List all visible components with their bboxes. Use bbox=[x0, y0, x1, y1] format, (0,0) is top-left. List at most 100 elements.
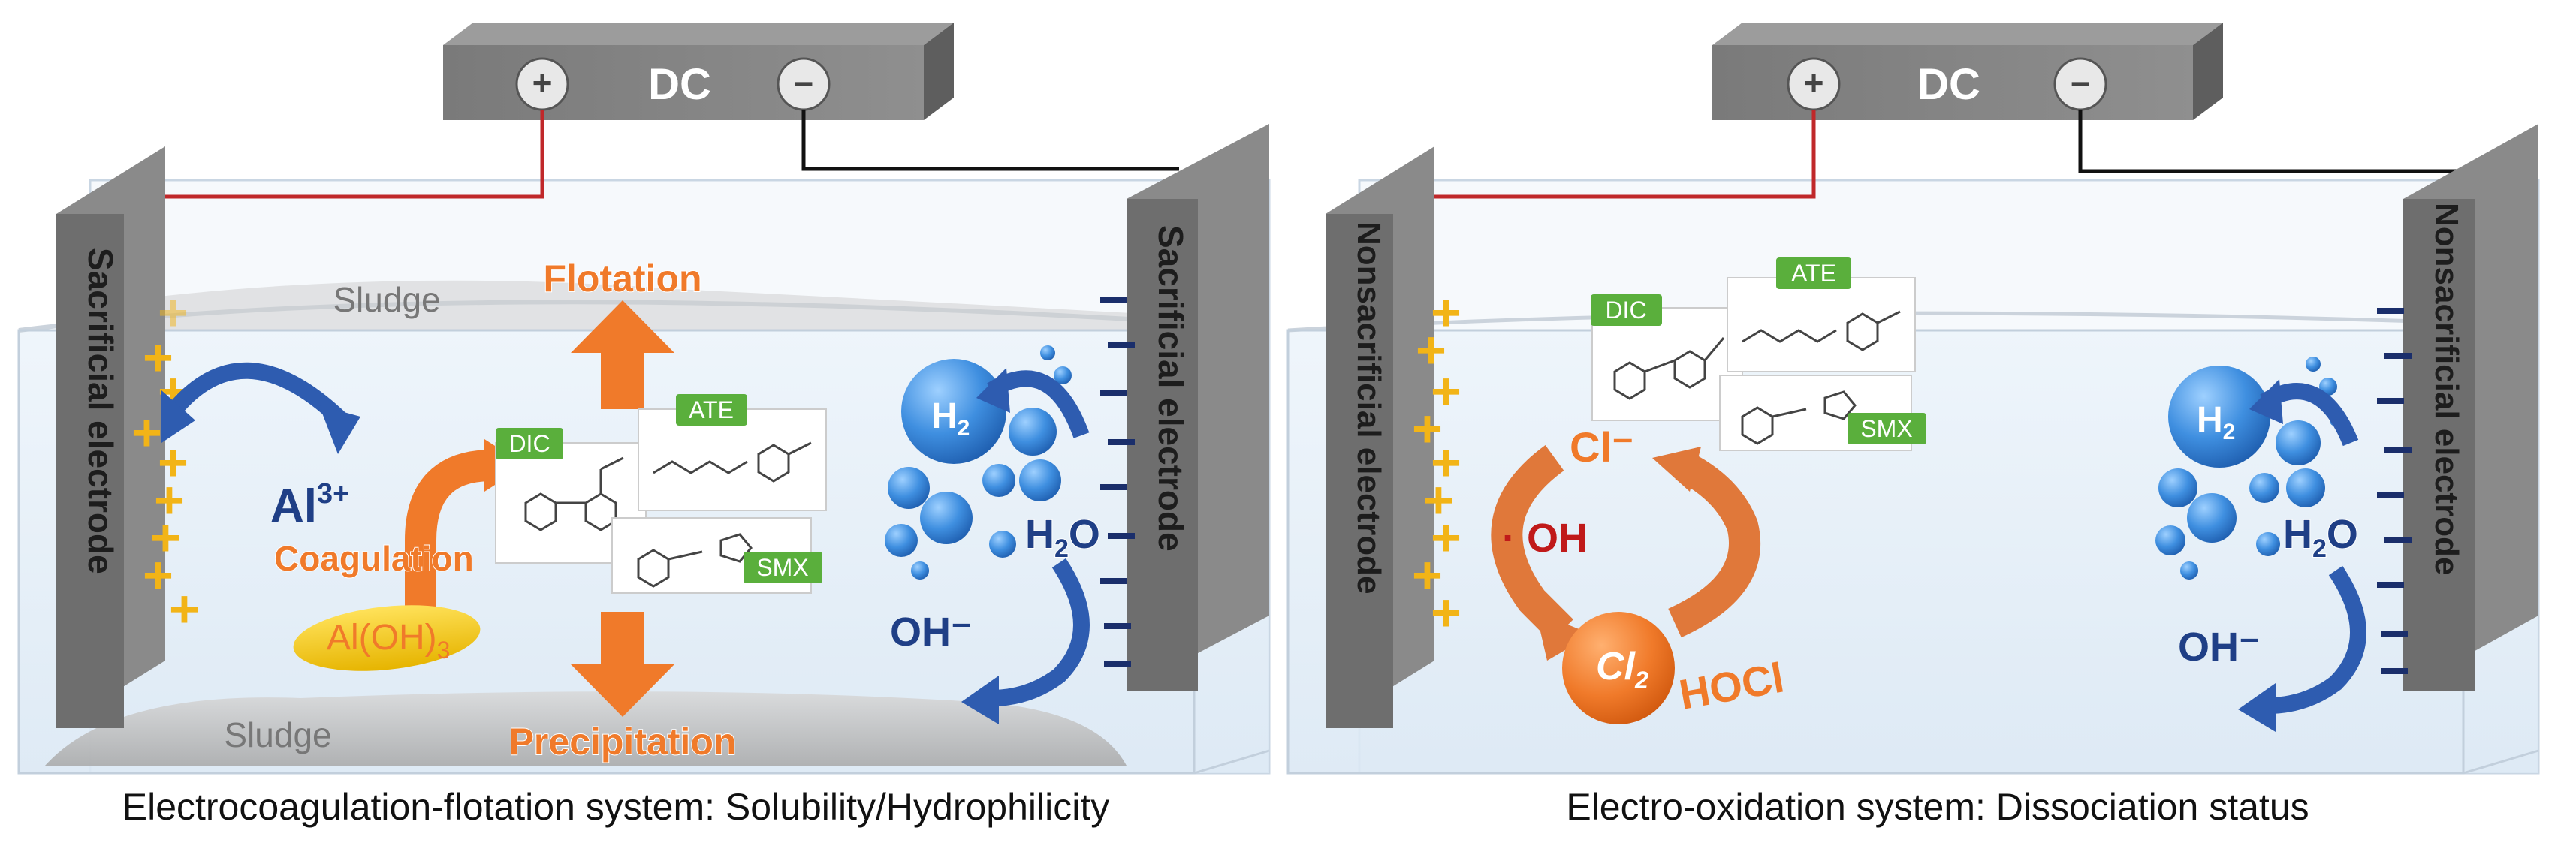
plus-terminal-symbol: + bbox=[532, 63, 553, 102]
svg-text:+: + bbox=[1412, 546, 1443, 604]
smx-tag-label-2: SMX bbox=[1860, 415, 1912, 442]
dc-label-2: DC bbox=[1917, 60, 1980, 109]
ate-tag-label: ATE bbox=[689, 396, 734, 423]
minus-terminal-symbol: – bbox=[794, 62, 813, 101]
plus-terminal-symbol-2: + bbox=[1804, 63, 1824, 102]
ate-structure-icon bbox=[653, 441, 812, 483]
precipitation-arrow bbox=[571, 612, 674, 717]
h2o-subscript: 2 bbox=[1054, 534, 1069, 563]
positive-wire-2 bbox=[1389, 110, 1816, 199]
oh-release-arrowhead bbox=[961, 676, 999, 724]
ate-structure-card-2 bbox=[1727, 277, 1916, 372]
dic-tag bbox=[496, 428, 563, 459]
precipitation-label: Precipitation bbox=[509, 721, 737, 763]
al-hydroxide-floc bbox=[293, 605, 481, 671]
tank-edge-2 bbox=[2463, 749, 2539, 775]
ate-tag-label-2: ATE bbox=[1791, 260, 1836, 287]
svg-text:+: + bbox=[143, 546, 173, 604]
sludge-bottom-label: Sludge bbox=[224, 715, 331, 754]
dic-tag-2 bbox=[1591, 294, 1662, 326]
panel-electrocoagulation: + DC – Sacrificial electrode Sacrificial… bbox=[17, 23, 1271, 775]
hypochlorite-return-arrow bbox=[1668, 451, 1761, 638]
svg-text:+: + bbox=[1423, 471, 1454, 529]
svg-text:+: + bbox=[1431, 433, 1461, 492]
svg-text:+: + bbox=[1431, 362, 1461, 420]
svg-text:+: + bbox=[1431, 508, 1461, 567]
dc-power-supply-2: + DC – bbox=[1712, 23, 2223, 120]
oh-release-arrowhead-2 bbox=[2238, 683, 2276, 732]
h2-label: H2 bbox=[931, 396, 970, 441]
svg-text:+: + bbox=[1431, 583, 1461, 642]
left-electrode-label: Sacrificial electrode bbox=[81, 248, 120, 574]
right-electrode-label: Sacrificial electrode bbox=[1151, 225, 1190, 552]
positive-wire bbox=[120, 110, 544, 199]
hydroxyl-radical-label: · OH bbox=[1502, 516, 1588, 561]
h2o-reduction-arrowhead bbox=[976, 368, 1010, 413]
sludge-top-layer bbox=[98, 280, 1172, 330]
compound-cards-2: DIC ATE SMX bbox=[1591, 257, 1926, 451]
hydrogen-bubbles bbox=[885, 345, 1076, 580]
caption-electro-oxidation: Electro-oxidation system: Dissociation s… bbox=[1566, 786, 2309, 828]
sludge-bottom-layer bbox=[45, 691, 1127, 766]
flotation-label: Flotation bbox=[543, 257, 701, 300]
h2-symbol: H bbox=[931, 396, 958, 436]
panel-electro-oxidation: + DC – Nonsacrificial electrode Nonsacri… bbox=[1286, 23, 2540, 775]
hydrogen-bubbles-2 bbox=[2155, 357, 2342, 580]
chloride-ion-label: Cl⁻ bbox=[1570, 423, 1634, 471]
h2o-h: H bbox=[1025, 512, 1054, 557]
oh-release-arrow-2 bbox=[2267, 565, 2366, 714]
oh-release-arrow bbox=[991, 558, 1090, 706]
chlorine-symbol: Cl bbox=[1596, 645, 1636, 688]
right-electrode: Sacrificial electrode bbox=[1127, 124, 1269, 691]
al-hydroxide-subscript: 3 bbox=[437, 637, 451, 664]
compound-cards: DIC ATE SMX bbox=[495, 394, 827, 594]
negative-wire-2 bbox=[2078, 110, 2463, 173]
al-release-arrow bbox=[162, 362, 348, 426]
sludge-top-label: Sludge bbox=[333, 280, 440, 319]
coagulation-label: Coagulation bbox=[274, 539, 474, 578]
negative-wire bbox=[801, 110, 1179, 171]
cathode-minus-charges bbox=[1100, 297, 1135, 667]
chlorine-subscript: 2 bbox=[1634, 667, 1648, 694]
oh-ion-label-2: OH⁻ bbox=[2178, 625, 2261, 670]
right-electrode-label-2: Nonsacrificial electrode bbox=[2428, 203, 2465, 575]
left-electrode-2: Nonsacrificial electrode bbox=[1326, 146, 1434, 728]
dc-label: DC bbox=[648, 60, 711, 109]
al-hydroxide-label: Al(OH)3 bbox=[327, 618, 450, 664]
anode-plus-charges-2: + + + + + + + + + bbox=[1412, 283, 1461, 642]
svg-text:+: + bbox=[154, 471, 185, 529]
dc-power-supply: + DC – bbox=[443, 23, 954, 120]
svg-text:+: + bbox=[158, 283, 189, 342]
chloride-oxidation-arrowhead bbox=[1536, 612, 1592, 661]
h2o-o: O bbox=[1069, 512, 1100, 557]
cathode-minus-charges-2 bbox=[2377, 308, 2412, 674]
h2-subscript: 2 bbox=[958, 416, 970, 441]
left-electrode: Sacrificial electrode bbox=[56, 146, 165, 728]
al-ion-symbol: Al bbox=[270, 480, 317, 532]
ate-tag bbox=[676, 394, 747, 426]
h2o-label: H2O bbox=[1025, 512, 1100, 563]
h2o-o-2: O bbox=[2327, 512, 2358, 557]
al-return-arrowhead bbox=[161, 390, 195, 443]
h2o-h-2: H bbox=[2283, 512, 2312, 557]
flotation-arrow bbox=[571, 300, 674, 409]
smx-tag-label: SMX bbox=[756, 554, 808, 581]
h2-subscript-2: 2 bbox=[2223, 420, 2236, 444]
al-hydroxide-formula: Al(OH) bbox=[327, 618, 437, 658]
ate-structure-card bbox=[638, 408, 827, 511]
smx-tag bbox=[744, 552, 822, 583]
svg-text:+: + bbox=[1431, 283, 1461, 342]
coagulation-arrow bbox=[405, 450, 493, 608]
h2o-label-2: H2O bbox=[2283, 512, 2358, 563]
h2o-reduction-arrowhead-2 bbox=[2249, 379, 2283, 424]
al-ion-charge: 3+ bbox=[317, 478, 349, 510]
oh-ion-label: OH⁻ bbox=[890, 610, 973, 655]
svg-text:+: + bbox=[143, 328, 173, 387]
al-ion-label: Al3+ bbox=[270, 478, 349, 532]
ate-tag-2 bbox=[1776, 257, 1851, 289]
tank-edge bbox=[1193, 749, 1270, 775]
left-electrode-label-2: Nonsacrificial electrode bbox=[1350, 221, 1387, 594]
smx-structure-icon-2 bbox=[1741, 390, 1857, 445]
caption-electrocoagulation: Electrocoagulation-flotation system: Sol… bbox=[122, 786, 1110, 828]
